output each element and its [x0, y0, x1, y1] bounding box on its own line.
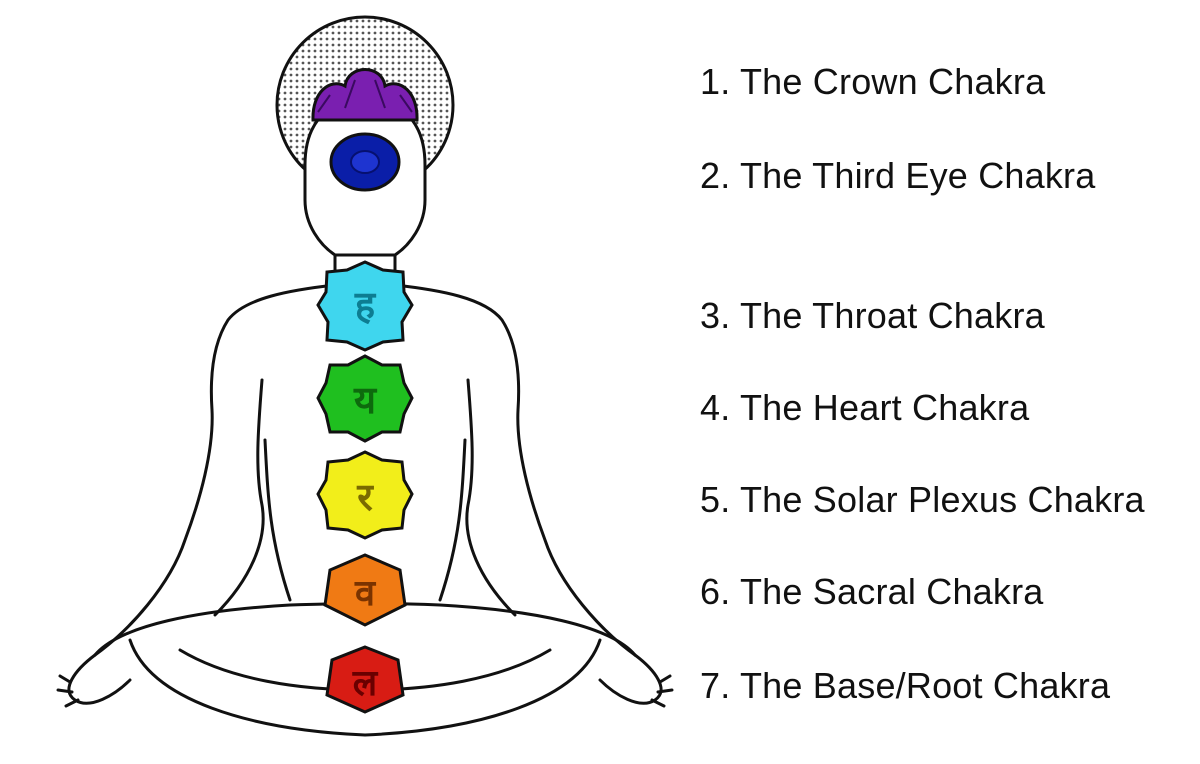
devanagari-ram-icon: र [356, 475, 374, 519]
heart-chakra: य [316, 354, 414, 443]
third-eye-chakra [329, 132, 401, 192]
devanagari-ham-icon: ह [354, 283, 377, 327]
devanagari-vam-icon: व [354, 573, 377, 614]
crown-chakra-lotus [311, 68, 419, 122]
root-chakra: ल [325, 645, 405, 714]
chakra-label-crown: 1. The Crown Chakra [700, 61, 1046, 102]
chakra-label-root: 7. The Base/Root Chakra [700, 665, 1111, 706]
chakra-label-solar-plexus: 5. The Solar Plexus Chakra [700, 479, 1145, 520]
solar-plexus-chakra: र [316, 450, 414, 540]
devanagari-lam-icon: ल [352, 663, 379, 704]
chakra-label-sacral: 6. The Sacral Chakra [700, 571, 1044, 612]
chakra-label-throat: 3. The Throat Chakra [700, 295, 1045, 336]
sacral-chakra: व [323, 553, 407, 627]
body-outline [56, 253, 674, 737]
throat-chakra: ह [316, 260, 414, 352]
chakra-label-heart: 4. The Heart Chakra [700, 387, 1030, 428]
devanagari-yam-icon: य [353, 378, 378, 422]
chakra-label-third-eye: 2. The Third Eye Chakra [700, 155, 1096, 196]
